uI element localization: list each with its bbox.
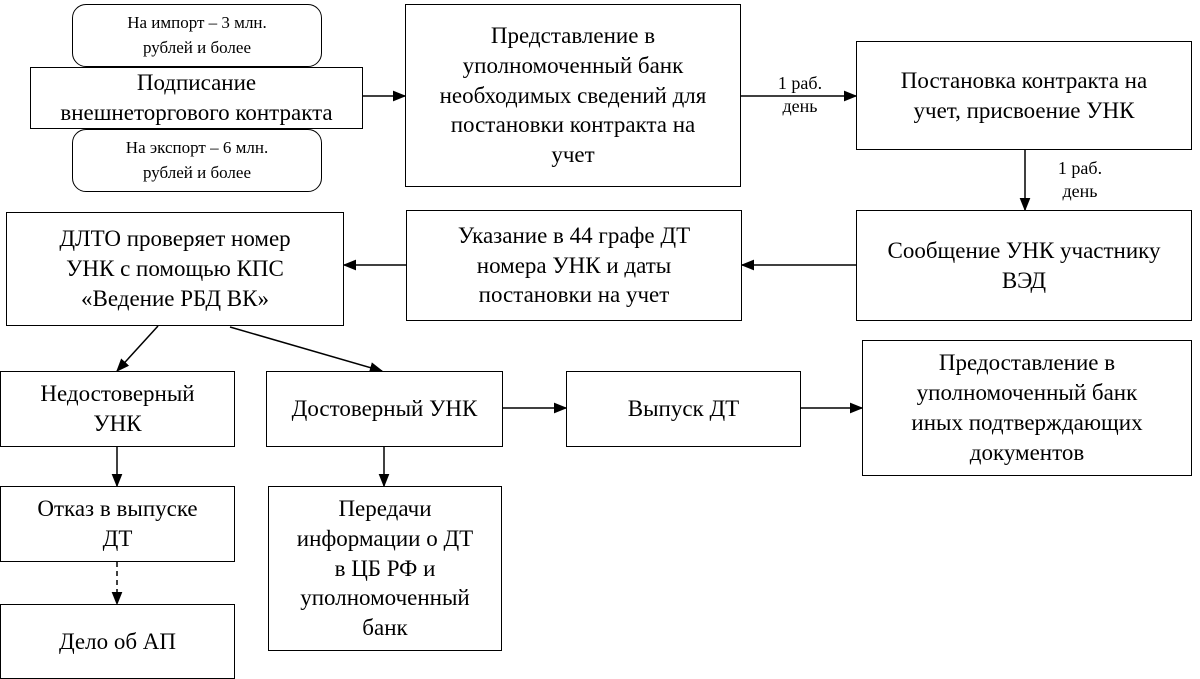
- valid-unk-box: Достоверный УНК: [266, 371, 503, 447]
- customs-check-box: ДЛТО проверяет номер УНК с помощью КПС «…: [6, 212, 344, 326]
- invalid-unk-box: Недостоверный УНК: [0, 371, 235, 447]
- register-contract-box: Постановка контракта на учет, присвоение…: [856, 41, 1192, 150]
- sign-contract-box: Подписание внешнеторгового контракта: [30, 67, 363, 129]
- submit-to-bank-box: Представление в уполномоченный банк необ…: [405, 4, 741, 187]
- arrow-check-to-valid: [229, 326, 384, 373]
- one-day-label-top: 1 раб. день: [777, 73, 823, 117]
- release-box: Выпуск ДТ: [566, 371, 801, 447]
- declaration-field-box: Указание в 44 графе ДТ номера УНК и даты…: [406, 210, 742, 321]
- one-day-label-right: 1 раб. день: [1057, 158, 1103, 202]
- transfer-info-box: Передачи информации о ДТ в ЦБ РФ и уполн…: [268, 486, 502, 651]
- admin-case-box: Дело об АП: [0, 604, 235, 679]
- export-threshold-note: На экспорт – 6 млн. рублей и более: [72, 129, 322, 192]
- notify-participant-box: Сообщение УНК участнику ВЭД: [856, 210, 1192, 321]
- refusal-box: Отказ в выпуске ДТ: [0, 486, 235, 562]
- provide-docs-box: Предоставление в уполномоченный банк ины…: [862, 340, 1192, 476]
- arrow-check-to-invalid: [116, 325, 159, 372]
- import-threshold-note: На импорт – 3 млн. рублей и более: [72, 4, 322, 67]
